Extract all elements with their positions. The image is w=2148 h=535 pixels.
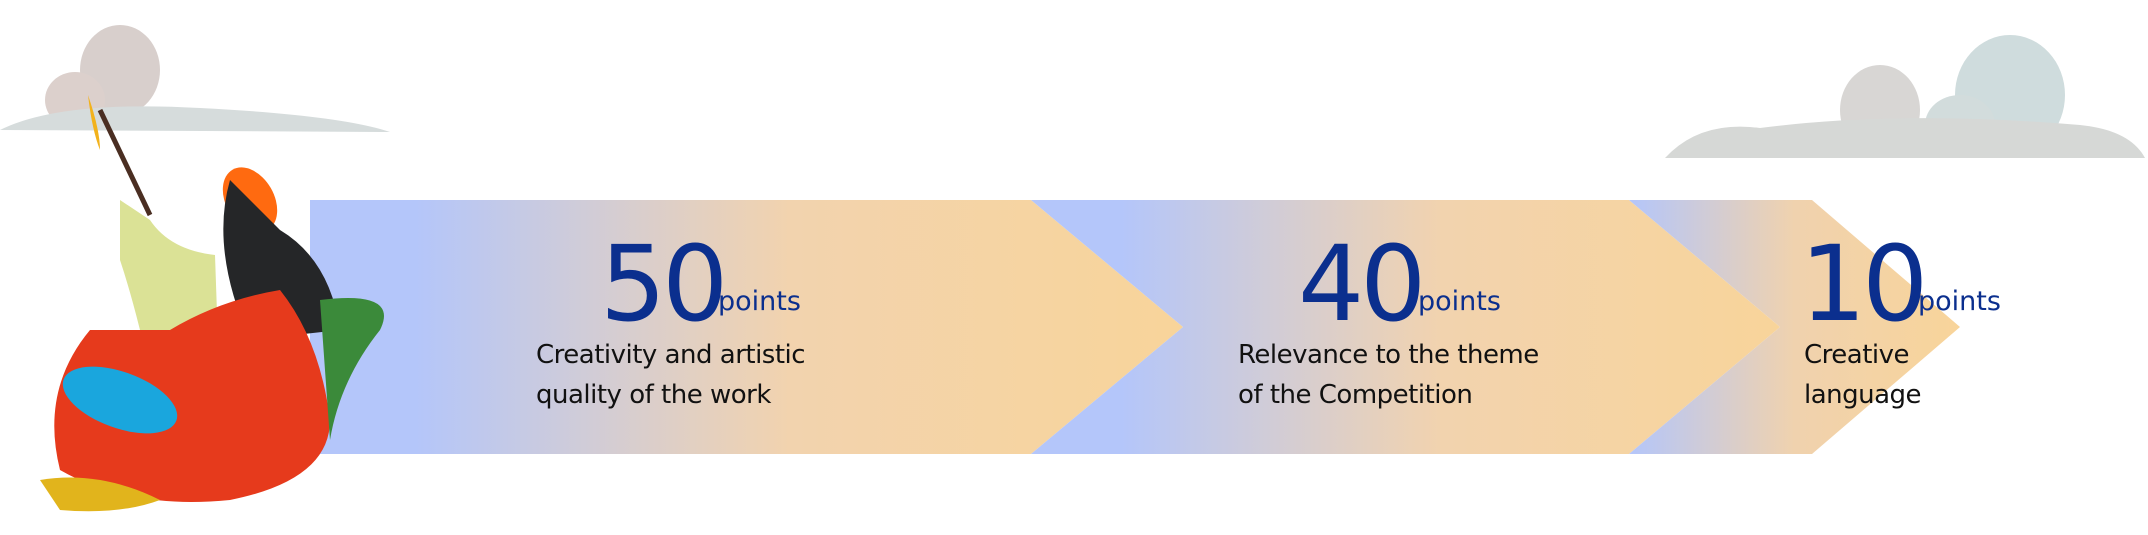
criterion-description: Creativity and artistic quality of the w… (536, 335, 806, 415)
cloud-right-icon (1665, 35, 2145, 158)
points-unit: points (718, 286, 801, 317)
description-line: quality of the work (536, 380, 771, 410)
criterion-description: Creative language (1804, 335, 1922, 415)
points-unit: points (1418, 286, 1501, 317)
points-unit: points (1918, 286, 2001, 317)
chevron-3 (1629, 200, 1960, 454)
description-line: language (1804, 380, 1922, 410)
description-line: Creativity and artistic (536, 340, 806, 370)
chevron-1 (310, 200, 1183, 454)
criterion-description: Relevance to the theme of the Competitio… (1238, 335, 1539, 415)
chevron-2 (1031, 200, 1780, 454)
cloud-left-icon (0, 25, 390, 132)
description-line: of the Competition (1238, 380, 1473, 410)
points-value: 40 (1298, 223, 1426, 345)
points-value: 50 (600, 223, 728, 345)
description-line: Relevance to the theme (1238, 340, 1539, 370)
description-line: Creative (1804, 340, 1910, 370)
points-value: 10 (1800, 223, 1928, 345)
